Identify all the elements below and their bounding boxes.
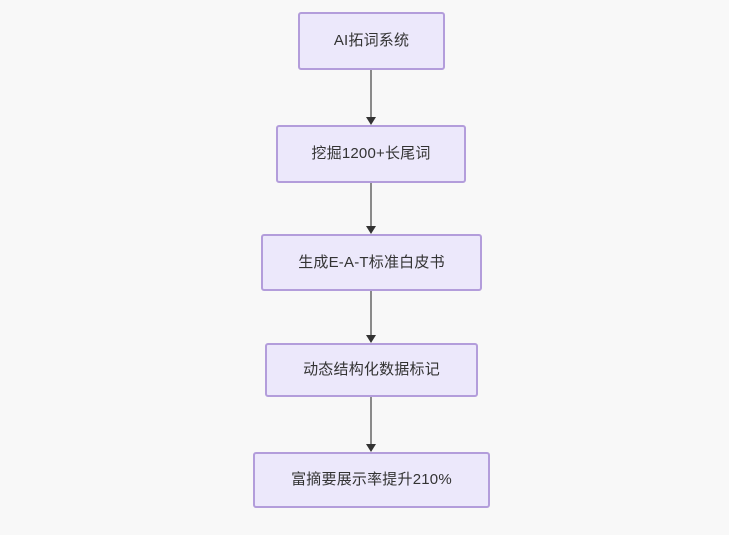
flow-node-rich-snippet-rate-increase[interactable]: 富摘要展示率提升210% (253, 452, 490, 508)
flow-node-dynamic-structured-data-markup[interactable]: 动态结构化数据标记 (265, 343, 478, 397)
edge-line (370, 397, 372, 445)
flow-node-label: 挖掘1200+长尾词 (311, 145, 431, 162)
edge-line (370, 70, 372, 118)
flow-node-label: AI拓词系统 (333, 32, 410, 49)
arrowhead-icon (366, 444, 376, 452)
arrowhead-icon (366, 335, 376, 343)
flow-node-label: 生成E-A-T标准白皮书 (298, 253, 445, 271)
flow-node-mine-longtail-keywords[interactable]: 挖掘1200+长尾词 (276, 125, 466, 183)
flow-node-generate-eat-whitepaper[interactable]: 生成E-A-T标准白皮书 (261, 234, 482, 291)
edge-line (370, 183, 372, 227)
arrowhead-icon (366, 226, 376, 234)
edge-line (370, 291, 372, 336)
arrowhead-icon (366, 117, 376, 125)
flow-node-label: 富摘要展示率提升210% (291, 471, 452, 488)
flow-node-label: 动态结构化数据标记 (303, 361, 440, 378)
flow-node-ai-keyword-system[interactable]: AI拓词系统 (298, 12, 445, 70)
